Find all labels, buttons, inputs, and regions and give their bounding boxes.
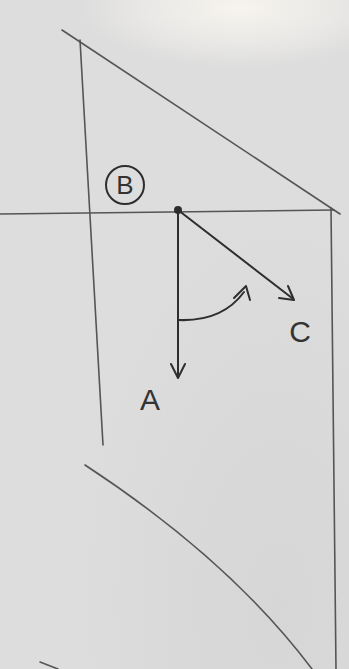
board-line — [331, 208, 336, 669]
board-curve — [85, 465, 312, 669]
point-letter: A — [140, 385, 160, 415]
board-line — [62, 30, 340, 214]
board-line — [80, 40, 103, 445]
board-line — [0, 210, 334, 214]
angle-arc — [178, 292, 244, 320]
circle-outline — [106, 166, 144, 204]
arrow-head — [279, 286, 294, 300]
circled-point-label: B — [105, 165, 145, 205]
point-letter: C — [289, 317, 311, 347]
point-letter: B — [116, 172, 133, 198]
vector-arrow — [178, 210, 292, 298]
board-line — [40, 662, 58, 669]
vector-arrow — [177, 212, 179, 376]
arc-tick — [234, 286, 250, 300]
arrow-head — [171, 364, 185, 378]
